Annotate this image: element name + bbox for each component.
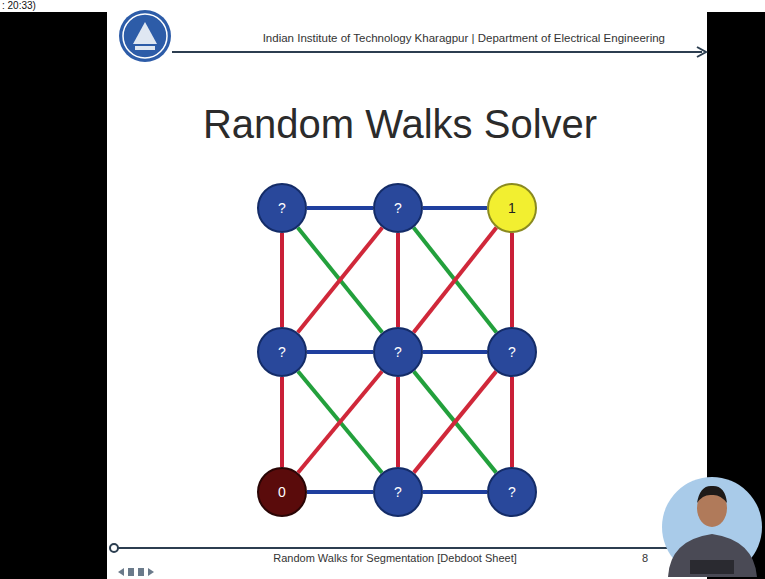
graph-edge [414,228,497,333]
graph-node: ? [487,467,537,517]
graph-node: ? [373,467,423,517]
graph-edge [396,377,400,467]
side-bar [0,12,107,579]
graph-edge [307,206,373,210]
footer-text: Random Walks for Segmentation [Debdoot S… [273,552,517,564]
graph-edge [414,228,497,333]
header-text: Indian Institute of Technology Kharagpur… [263,32,665,44]
graph-edge [307,490,373,494]
node-value: ? [394,345,402,359]
graph-edge [510,233,514,327]
graph-edge [298,371,382,472]
logo-ring [123,14,167,58]
presenter-hair [697,486,727,503]
node-value: ? [508,485,516,499]
node-outline [374,328,422,376]
node-outline [374,184,422,232]
graph-edge [423,206,487,210]
graph-edge [298,227,383,332]
slide-time-stamp: : 20:33) [2,0,36,11]
graph-edge [423,350,487,354]
graph-edge [423,490,487,494]
node-value: ? [508,345,516,359]
graph-edge [298,371,382,472]
graph-edge [414,371,496,472]
nav-icon [148,568,154,576]
nav-icon [138,568,144,576]
node-outline [488,328,536,376]
page-number: 8 [642,552,648,564]
node-value: 0 [278,485,286,499]
node-outline [258,184,306,232]
node-value: 1 [508,201,516,215]
header-rule [172,51,702,53]
graph-edge [298,227,383,332]
graph-edge [280,233,284,327]
logo-emblem [135,46,155,50]
node-outline [258,328,306,376]
node-outline [488,184,536,232]
nav-icon [118,568,124,576]
laptop [690,560,734,574]
node-value: ? [278,201,286,215]
presenter-body [668,534,757,577]
graph-edge [396,233,400,327]
logo-disc [119,10,171,62]
node-value: ? [394,485,402,499]
presenter-video [662,477,762,577]
rule-end-dot [110,544,118,552]
node-outline [488,468,536,516]
graph-node: ? [373,327,423,377]
slide-title: Random Walks Solver [0,102,765,147]
institute-logo [119,10,171,62]
logo-emblem [133,22,157,44]
node-outline [258,468,306,516]
node-outline [374,468,422,516]
graph-edge [307,350,373,354]
graph-node: ? [257,183,307,233]
graph-node: 1 [487,183,537,233]
footer-rule [118,547,702,549]
graph-node: ? [487,327,537,377]
rule-arrowhead [697,47,706,57]
graph-node: 0 [257,467,307,517]
graph-edge [414,371,496,472]
node-value: ? [394,201,402,215]
nav-icons [118,568,154,576]
graph-node: ? [373,183,423,233]
graph-node: ? [257,327,307,377]
nav-icon [128,568,134,576]
node-value: ? [278,345,286,359]
graph-edge [280,377,284,467]
graph-edge [510,377,514,467]
video-disc [662,477,762,577]
